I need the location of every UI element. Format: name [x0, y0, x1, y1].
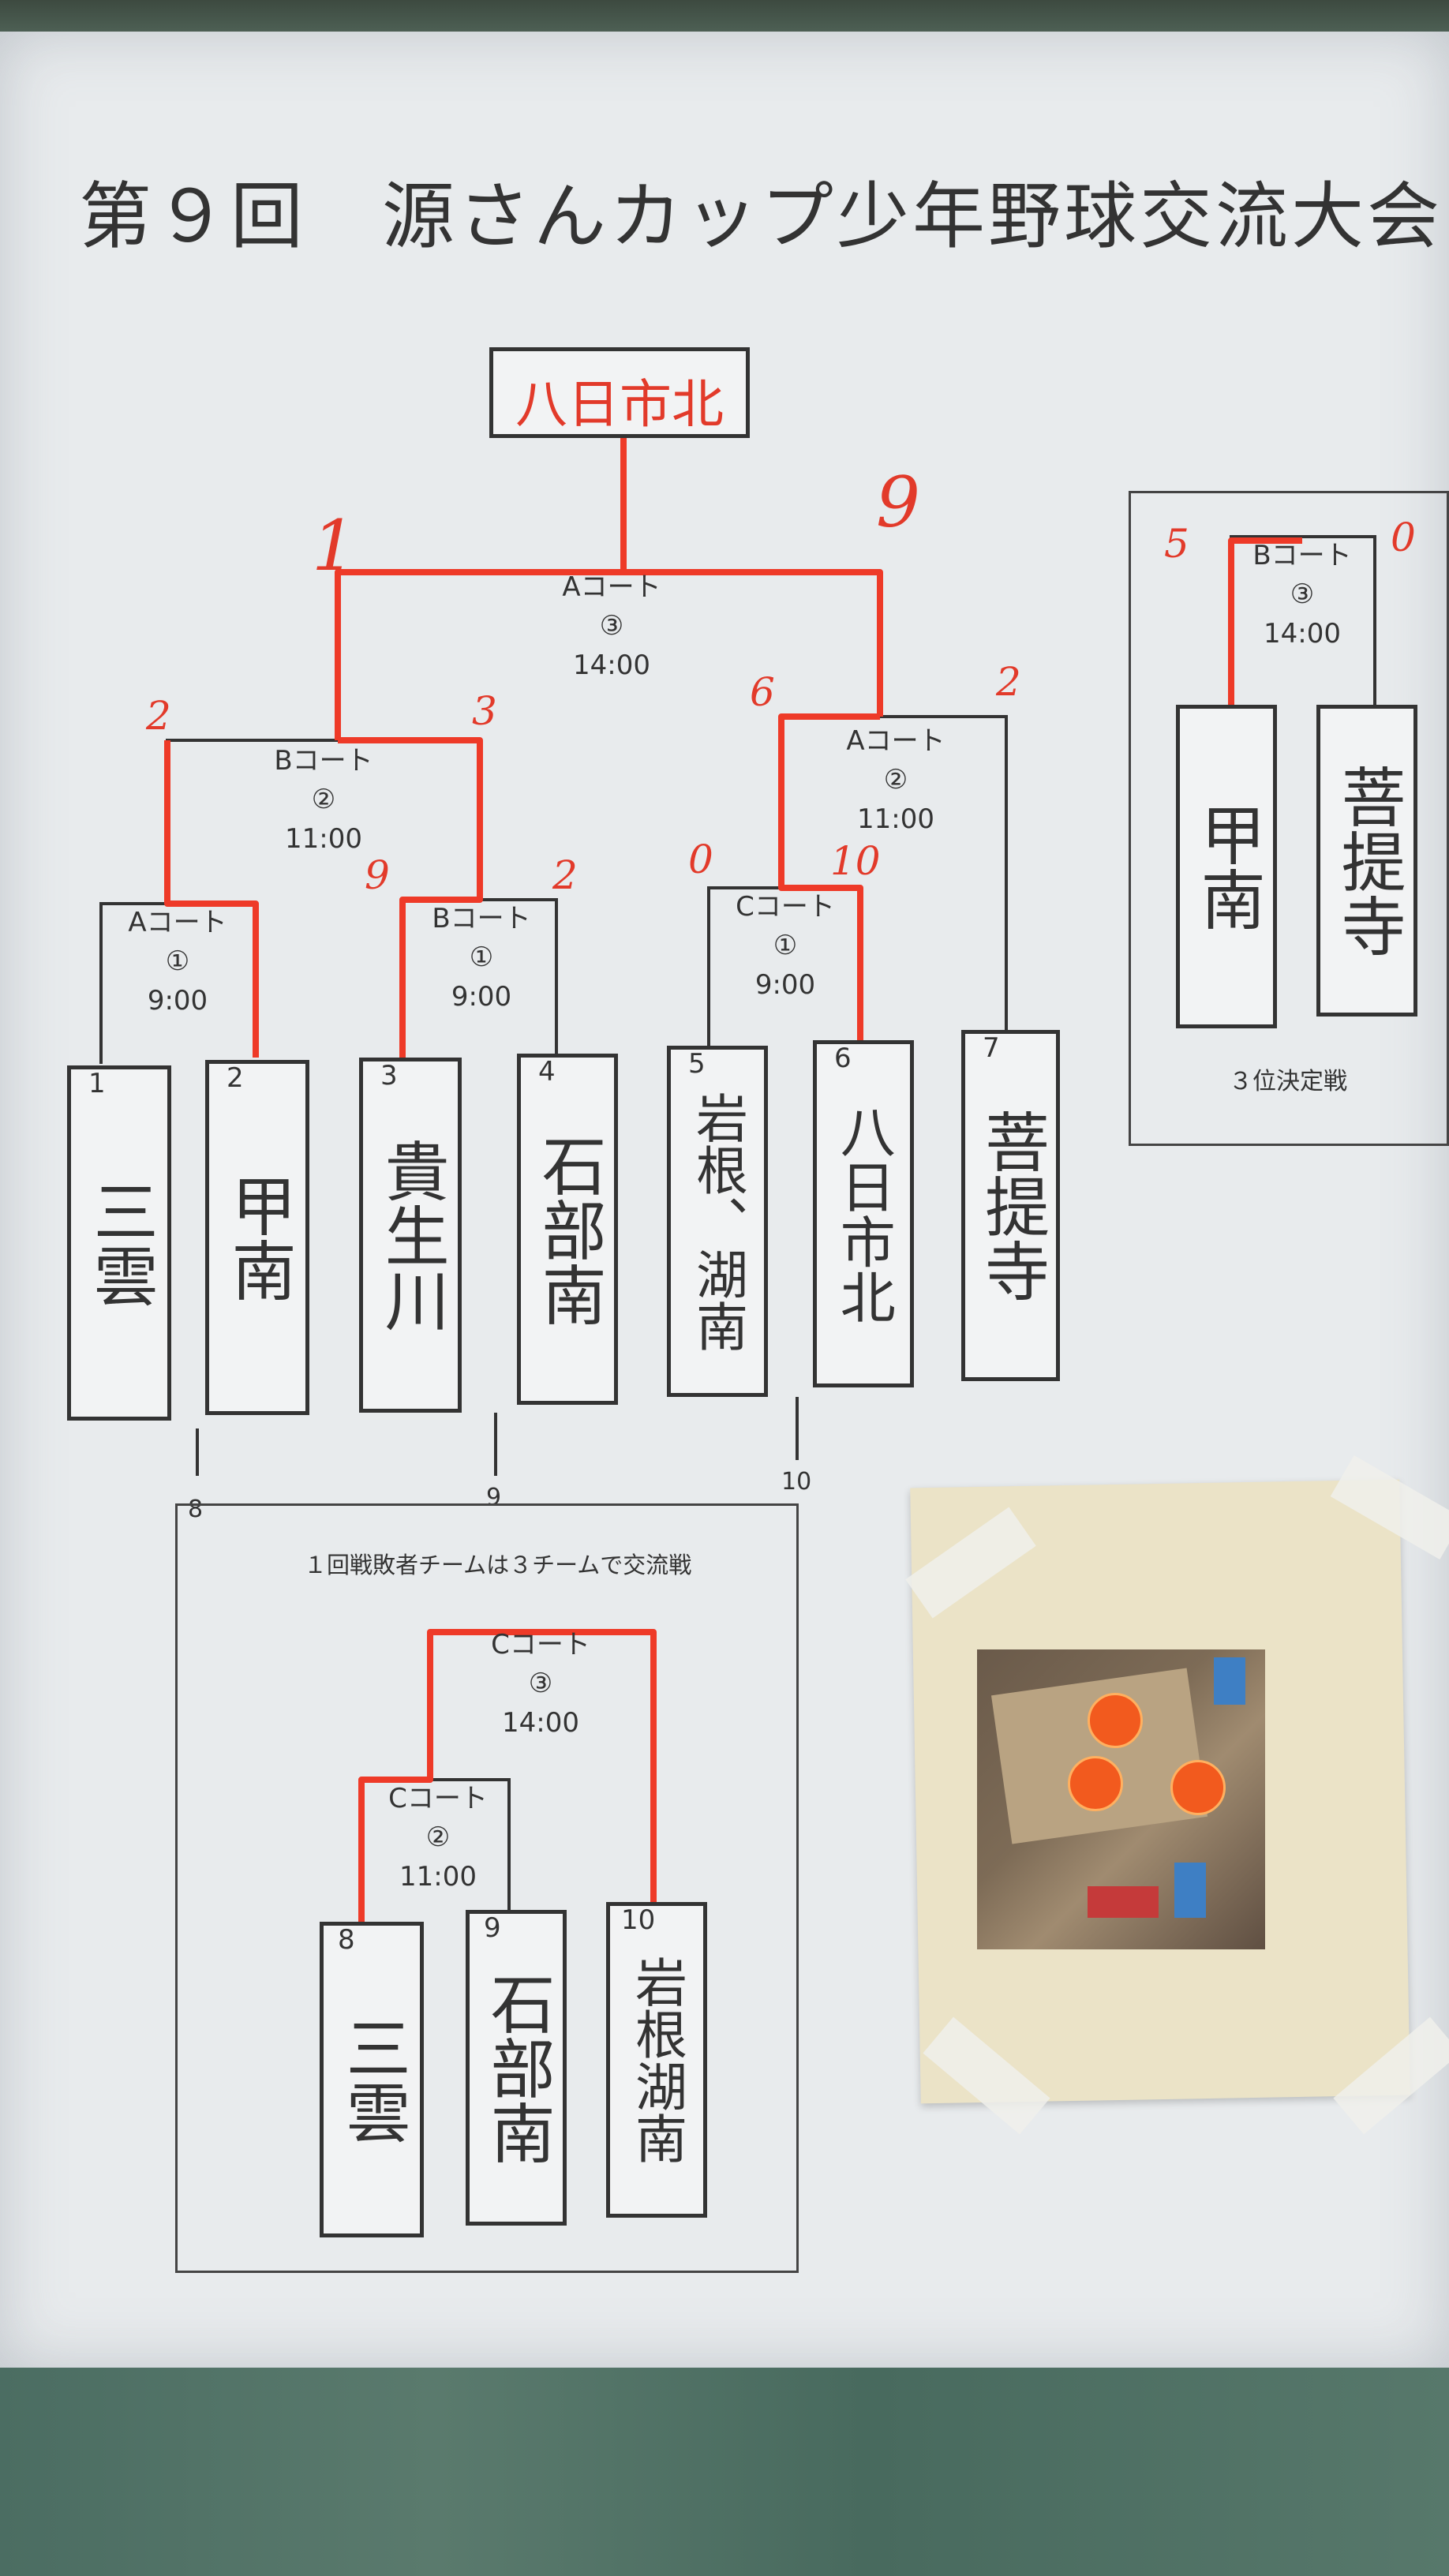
champion-box: 八日市北 [489, 347, 750, 438]
win-final [335, 438, 627, 740]
score-final-right: 9 [876, 462, 920, 543]
score-third-left: 5 [1164, 521, 1189, 567]
team-box-7: 7 菩提寺 [961, 1030, 1060, 1381]
score-r2a-left: 6 [750, 669, 775, 715]
team-box-4: 4 石部南 [517, 1054, 618, 1405]
game-final: Aコート ③ 14:00 [562, 571, 661, 681]
win-r1a [164, 740, 259, 1058]
win-r1b [338, 737, 483, 1058]
third-team-2: 菩提寺 [1316, 705, 1417, 1017]
score-third-right: 0 [1391, 515, 1416, 560]
score-final-left: 1 [312, 505, 356, 586]
feeder-num-8: 8 [188, 1496, 204, 1523]
win-cons2 [358, 1629, 657, 1922]
game-cons2: Cコート ② 11:00 [388, 1783, 488, 1893]
score-r2b-left: 2 [146, 693, 171, 739]
team-box-6: 6 八日市北 [813, 1040, 914, 1387]
team-box-3: 3 貴生川 [359, 1058, 462, 1413]
map-label-box [1174, 1863, 1206, 1918]
court-marker-icon [1088, 1693, 1143, 1748]
game-cons3: Cコート ③ 14:00 [491, 1629, 590, 1739]
consolation-label: １回戦敗者チームは３チームで交流戦 [304, 1552, 692, 1578]
court-marker-icon [1170, 1760, 1226, 1815]
win-final-r [623, 569, 883, 717]
consolation-frame [175, 1503, 799, 2273]
score-r1b-right: 2 [552, 852, 578, 898]
feeder-num-10: 10 [781, 1468, 812, 1496]
cons-team-10: 10 岩根湖南 [606, 1902, 707, 2218]
game-r2b: Bコート ② 11:00 [274, 745, 373, 855]
aerial-map [977, 1649, 1265, 1949]
map-label-box [1214, 1657, 1245, 1705]
game-r1a: Aコート ① 9:00 [128, 907, 227, 1017]
cons-team-9: 9 石部南 [466, 1910, 567, 2226]
game-r1b: Bコート ① 9:00 [432, 903, 531, 1013]
score-r1c-left: 0 [688, 837, 713, 882]
game-third: Bコート ③ 14:00 [1252, 540, 1352, 650]
score-r1b-left: 9 [365, 852, 390, 898]
game-r2a: Aコート ② 11:00 [846, 725, 945, 835]
score-r2b-right: 3 [472, 688, 497, 734]
floor [0, 2328, 1449, 2576]
team-box-5: 5 岩根、湖南 [667, 1046, 768, 1397]
score-r2a-right: 2 [996, 659, 1021, 705]
cons-team-8: 8 三雲 [320, 1922, 424, 2237]
third-team-1: 甲南 [1176, 705, 1277, 1028]
team-box-1: 1 三雲 [67, 1065, 171, 1421]
court-marker-icon [1068, 1756, 1123, 1811]
game-r1c: Cコート ① 9:00 [736, 891, 835, 1001]
poster-title: 第９回 源さんカップ少年野球交流大会 [79, 174, 1443, 259]
team-box-2: 2 甲南 [205, 1060, 309, 1415]
third-place-frame [1129, 491, 1449, 1146]
score-r1c-right: 10 [830, 838, 881, 884]
champion-name: 八日市北 [515, 374, 724, 435]
win-r1c [778, 713, 880, 1042]
third-place-label: ３位決定戦 [1229, 1068, 1347, 1095]
win-third [1228, 537, 1302, 706]
map-building [1088, 1886, 1159, 1918]
